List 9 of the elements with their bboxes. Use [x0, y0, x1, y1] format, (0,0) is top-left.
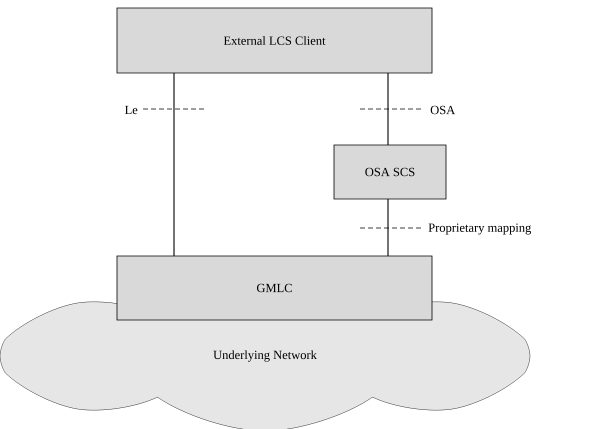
connector-line: [387, 199, 389, 256]
process-box: OSA SCS: [334, 144, 446, 200]
edge-label: OSA: [430, 106, 456, 114]
process-box: External LCS Client: [116, 8, 432, 74]
connector-line: [387, 73, 389, 145]
connector-line: [173, 73, 175, 256]
edge-label: Le: [124, 106, 138, 114]
edge-label: Proprietary mapping: [428, 224, 532, 234]
process-box: GMLC: [116, 256, 432, 320]
